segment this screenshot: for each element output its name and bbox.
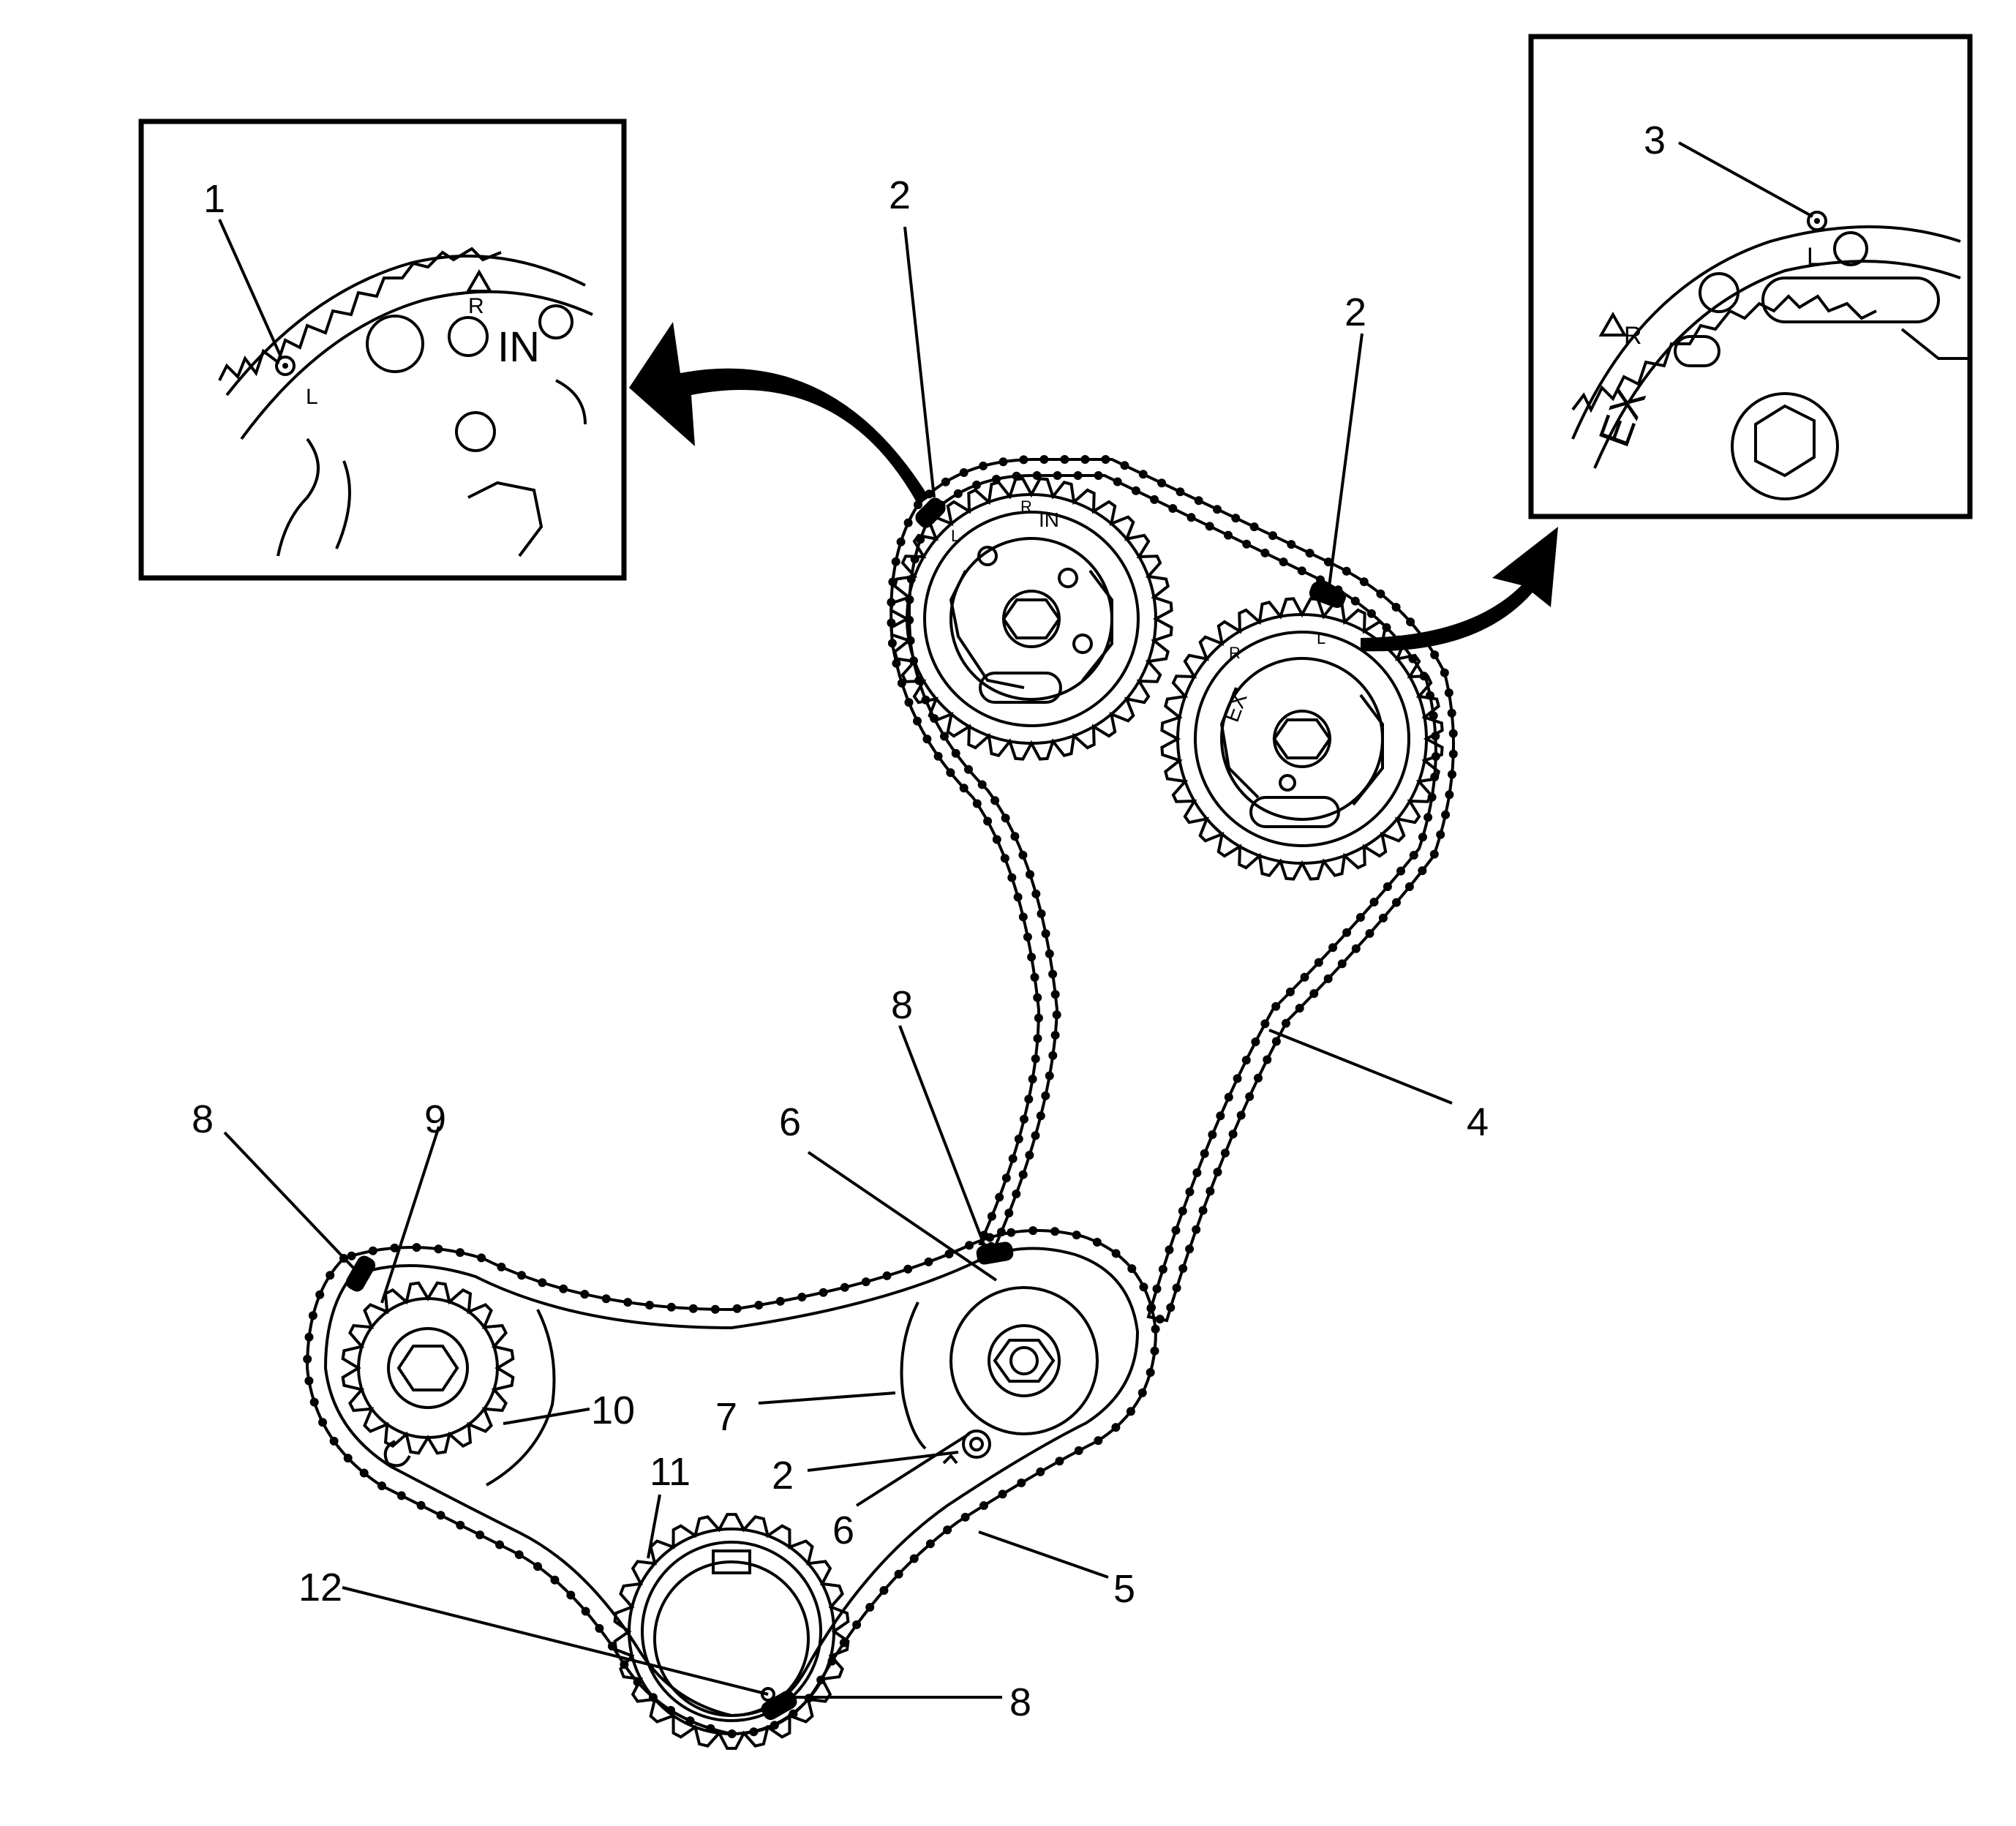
intermediate-sprocket-6 — [949, 1286, 1099, 1435]
intake-inset-r-stamp: R — [468, 294, 484, 318]
colored-link-exhaust — [1309, 582, 1347, 608]
crankshaft-sprocket-11 — [613, 1513, 850, 1750]
intake-sprocket-r-stamp: R — [1020, 497, 1032, 516]
callout-11: 11 — [650, 1450, 691, 1494]
callout-6-upper: 6 — [779, 1100, 801, 1144]
exhaust-inset-r-stamp: R — [1624, 322, 1642, 350]
callout-5: 5 — [1113, 1567, 1135, 1611]
callout-2-intake: 2 — [889, 173, 911, 217]
exhaust-triangle-mark — [1598, 311, 1628, 337]
balance-shaft-drive-chain-5 — [305, 1229, 1158, 1736]
colored-link-intake — [915, 497, 946, 528]
exhaust-sprocket-r-stamp: R — [1229, 644, 1241, 662]
exhaust-inset-l-stamp: L — [1807, 243, 1821, 271]
intermediate-timing-mark — [962, 1429, 991, 1459]
callout-10: 10 — [591, 1389, 635, 1432]
exhaust-timing-mark-3 — [1807, 211, 1827, 231]
colored-link-left — [345, 1255, 376, 1292]
callout-1: 1 — [203, 177, 225, 221]
callout-4: 4 — [1467, 1100, 1489, 1144]
leader-lines — [218, 141, 1813, 1699]
callout-6-lower: 6 — [832, 1508, 854, 1552]
intake-timing-mark-1 — [275, 356, 296, 376]
callout-7: 7 — [715, 1395, 737, 1439]
intake-inset-frame — [138, 119, 627, 581]
intake-inset-detail — [218, 247, 593, 557]
callout-8-left: 8 — [192, 1097, 214, 1141]
balance-shaft-sprocket-9 — [341, 1281, 515, 1468]
callout-9: 9 — [424, 1097, 446, 1141]
arrow-to-intake-inset — [629, 322, 929, 505]
callout-2-exhaust: 2 — [1344, 290, 1366, 334]
intake-triangle-mark — [465, 268, 493, 293]
intake-camshaft-sprocket — [889, 477, 1173, 761]
colored-link-bottom — [761, 1690, 797, 1721]
exhaust-inset-detail — [1571, 225, 1968, 500]
lower-chain-links — [303, 1226, 1160, 1738]
exhaust-sprocket-l-stamp: L — [1317, 629, 1325, 647]
arrow-to-exhaust-inset — [1361, 527, 1558, 652]
callout-12: 12 — [298, 1566, 342, 1609]
idler-gear-10 — [486, 1309, 556, 1487]
intake-inset-l-stamp: L — [306, 385, 318, 409]
intake-sprocket-l-stamp: L — [951, 527, 960, 545]
camshaft-drive-chain-4 — [889, 458, 1455, 1323]
exhaust-inset-frame — [1528, 34, 1973, 519]
callout-3: 3 — [1644, 119, 1666, 162]
intake-sprocket-in-stamp: IN — [1039, 508, 1059, 531]
gear-7 — [900, 1301, 927, 1450]
callout-2-lower: 2 — [772, 1454, 794, 1498]
intake-inset-in-stamp: IN — [497, 323, 540, 371]
callout-8-bottom: 8 — [1009, 1680, 1031, 1724]
callout-8-upper: 8 — [891, 983, 913, 1027]
exhaust-camshaft-sprocket — [1160, 597, 1444, 881]
